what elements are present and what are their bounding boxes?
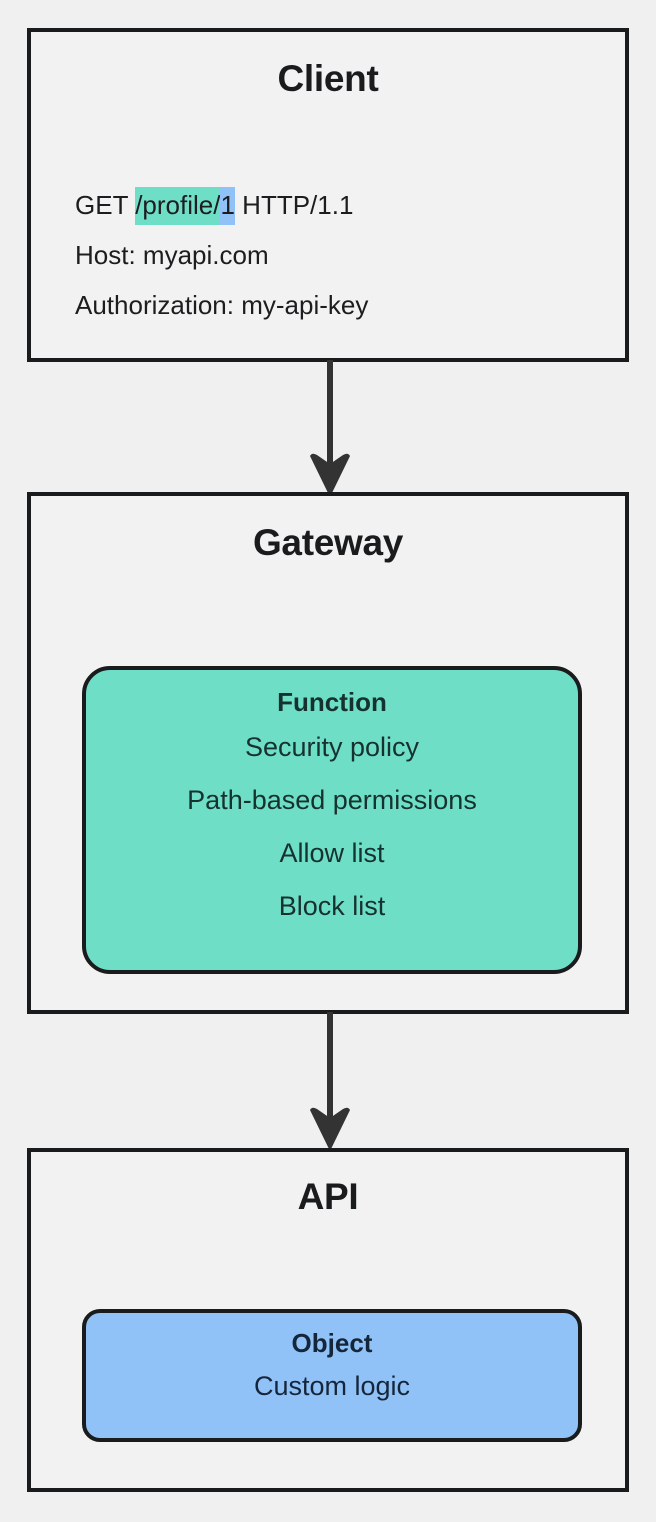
request-line-host: Host: myapi.com [75,240,269,270]
function-line-path-based-permissions: Path-based permissions [187,784,477,815]
request-path-highlight: /profile/ [135,187,221,225]
function-line-allow-list: Allow list [279,837,385,868]
node-gateway[interactable]: Gateway Function Security policy Path-ba… [27,492,629,1014]
request-line-start: GET /profile/1 HTTP/1.1 [75,180,368,230]
request-method: GET [75,190,136,220]
function-line-security-policy: Security policy [244,731,420,762]
node-client-title: Client [277,58,379,99]
client-request-block: GET /profile/1 HTTP/1.1 Host: myapi.com … [75,180,368,330]
request-protocol: HTTP/1.1 [234,190,354,220]
subnode-function[interactable]: Function Security policy Path-based perm… [82,666,582,974]
arrow-gateway-to-api [302,1012,358,1150]
node-api[interactable]: API Object Custom logic [27,1148,629,1492]
node-api-title: API [297,1176,359,1217]
function-line-block-list: Block list [278,890,386,921]
subnode-function-title: Function [277,687,387,717]
request-id-highlight: 1 [220,187,235,225]
node-client[interactable]: Client GET /profile/1 HTTP/1.1 Host: mya… [27,28,629,362]
subnode-object[interactable]: Object Custom logic [82,1309,582,1442]
node-gateway-title: Gateway [252,522,404,563]
arrow-client-to-gateway [302,360,358,496]
object-line-custom-logic: Custom logic [253,1370,411,1401]
subnode-object-title: Object [291,1328,373,1358]
request-line-authorization: Authorization: my-api-key [75,290,369,320]
